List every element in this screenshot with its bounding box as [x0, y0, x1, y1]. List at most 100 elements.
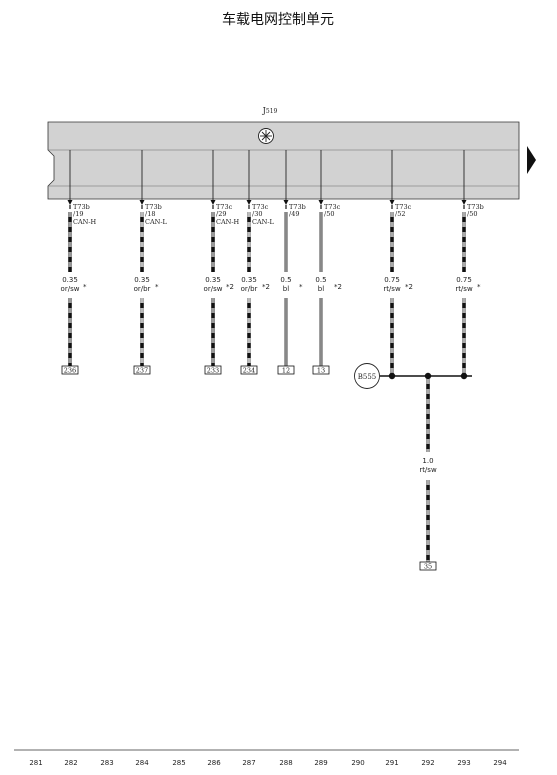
pin-connector: T73b: [145, 203, 162, 211]
pin-signal: CAN-L: [145, 218, 168, 226]
column-number: 294: [493, 759, 507, 767]
component-label: J519: [262, 106, 278, 115]
pin-number: /50: [467, 210, 477, 218]
wire-gauge: 0.35: [62, 276, 78, 284]
wire-note: *: [83, 283, 87, 291]
wire-note: *2: [226, 283, 234, 291]
wire-note: *: [477, 283, 481, 291]
wire-color: or/sw: [204, 285, 223, 293]
target-box: [133, 365, 151, 375]
pin-connector: T73b: [467, 203, 484, 211]
pin-number: /18: [145, 210, 155, 218]
wire-gauge: 1.0: [422, 457, 433, 465]
target-number: 13: [317, 367, 325, 375]
target-number: 234: [243, 367, 255, 375]
wire-gauge: 0.35: [241, 276, 257, 284]
wire-gauge: 0.35: [205, 276, 221, 284]
pin-marker-icon: [461, 200, 467, 205]
wire-color: bl: [318, 285, 324, 293]
page-title: 车载电网控制单元: [222, 11, 334, 28]
continuation-arrow-icon: [527, 146, 536, 174]
pin-signal: CAN-H: [216, 218, 240, 226]
wires-layer: T73b/19CAN-H0.35or/sw*236T73b/18CAN-L0.3…: [61, 150, 484, 375]
pin-connector: T73c: [216, 203, 233, 211]
wire-note: *: [155, 283, 159, 291]
pin-marker-icon: [67, 200, 73, 205]
target-number: 236: [64, 367, 76, 375]
wire-color: or/sw: [61, 285, 80, 293]
column-number: 293: [457, 759, 470, 767]
column-number: 283: [100, 759, 113, 767]
pin-number: /49: [289, 210, 299, 218]
column-number: 290: [351, 759, 364, 767]
column-number: 281: [29, 759, 42, 767]
pin-number: /19: [73, 210, 83, 218]
wire-gauge: 0.75: [384, 276, 400, 284]
wire-5: T73b/49 0.5bl * 12: [277, 150, 306, 375]
wire-color: rt/sw: [383, 285, 401, 293]
column-number: 291: [385, 759, 398, 767]
pin-connector: T73c: [252, 203, 269, 211]
footer-numbers: 281 282 283 284 285 286 287 288 289 290 291 292 293 2…: [29, 759, 507, 767]
wire-note: *2: [262, 283, 270, 291]
target-box: [204, 365, 222, 375]
pin-marker-icon: [389, 200, 395, 205]
pin-connector: T73c: [395, 203, 412, 211]
column-number: 287: [242, 759, 255, 767]
target-number: 35: [424, 563, 432, 571]
column-number: 285: [172, 759, 185, 767]
pin-connector: T73c: [324, 203, 341, 211]
wire-note: *: [299, 283, 303, 291]
pin-marker-icon: [246, 200, 252, 205]
wire-note: *2: [334, 283, 342, 291]
pin-marker-icon: [139, 200, 145, 205]
pin-number: /50: [324, 210, 334, 218]
wire-gauge: 0.75: [456, 276, 472, 284]
wire-color: rt/sw: [419, 466, 437, 474]
column-number: 286: [207, 759, 221, 767]
pin-signal: CAN-L: [252, 218, 275, 226]
target-box: [419, 561, 437, 571]
pin-marker-icon: [210, 200, 216, 205]
splice-label: B555: [358, 373, 377, 381]
target-number: 233: [207, 367, 219, 375]
pin-connector: T73b: [289, 203, 306, 211]
target-box: [61, 365, 79, 375]
combined-wire: 1.0rt/sw 35: [419, 379, 437, 571]
wire-note: *2: [405, 283, 413, 291]
wire-gauge: 0.35: [134, 276, 150, 284]
pin-number: /52: [395, 210, 405, 218]
wire-gauge: 0.5: [280, 276, 291, 284]
target-box: [240, 365, 258, 375]
splice-b555: B555: [354, 363, 472, 389]
pin-marker-icon: [318, 200, 324, 205]
column-number: 282: [64, 759, 77, 767]
wire-color: or/br: [241, 285, 258, 293]
column-number: 289: [314, 759, 327, 767]
target-box: [312, 365, 330, 375]
target-number: 12: [282, 367, 290, 375]
column-number: 288: [279, 759, 292, 767]
control-unit-j519: [47, 121, 536, 200]
wire-color: bl: [283, 285, 289, 293]
pin-marker-icon: [283, 200, 289, 205]
wire-gauge: 0.5: [315, 276, 326, 284]
pin-connector: T73b: [73, 203, 90, 211]
target-box: [277, 365, 295, 375]
wire-6: T73c/50 0.5bl *2 13: [312, 150, 342, 375]
wire-color: or/br: [134, 285, 151, 293]
target-number: 237: [136, 367, 148, 375]
pin-number: /30: [252, 210, 262, 218]
wire-color: rt/sw: [455, 285, 473, 293]
pin-number: /29: [216, 210, 226, 218]
column-number: 292: [421, 759, 434, 767]
ground-symbol-icon: [258, 128, 274, 144]
column-number: 284: [135, 759, 149, 767]
